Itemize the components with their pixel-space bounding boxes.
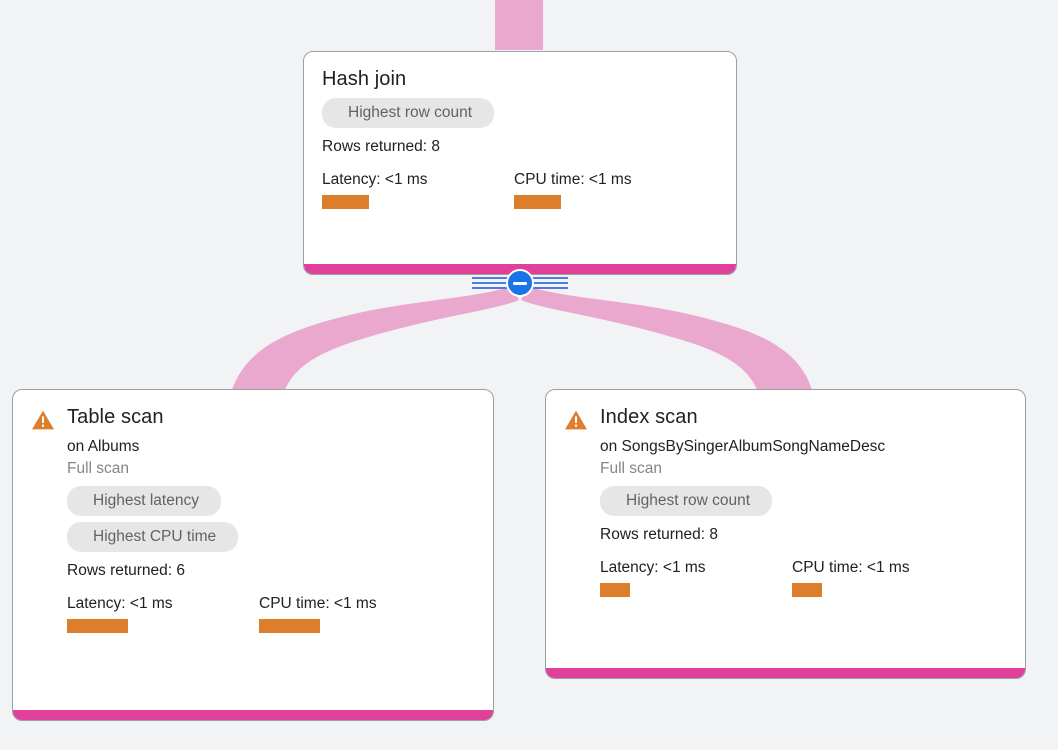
edge-hash-join-to-table-scan [232,286,519,390]
metrics-row: Latency: <1 ms CPU time: <1 ms [322,170,718,209]
metric-latency: Latency: <1 ms [600,558,792,597]
scan-target-label: on SongsBySingerAlbumSongNameDesc [600,438,886,455]
node-details: on SongsBySingerAlbumSongNameDesc Full s… [564,436,1007,597]
metric-latency-bar [322,195,369,209]
metric-cpu-time: CPU time: <1 ms [514,170,632,209]
node-hash-join[interactable]: Hash join Highest row count Rows returne… [303,51,737,275]
node-index-scan[interactable]: Index scan on SongsBySingerAlbumSongName… [545,389,1026,679]
badge-highest-cpu-time: Highest CPU time [67,522,239,552]
scan-type-label: Full scan [67,460,130,477]
metric-cpu-time-label: CPU time: <1 ms [514,171,632,188]
metric-cpu-time-bar [259,619,320,633]
node-index-scan-body: Index scan on SongsBySingerAlbumSongName… [546,390,1025,668]
metric-cpu-time: CPU time: <1 ms [259,594,377,633]
chip-row-latency: Highest latency [67,480,475,516]
metrics-row: Latency: <1 ms CPU time: <1 ms [67,594,475,633]
node-index-scan-header: Index scan [564,404,1007,432]
rows-returned-label: Rows returned: 8 [322,138,441,155]
scan-target-label: on Albums [67,438,140,455]
metric-cpu-time: CPU time: <1 ms [792,558,910,597]
chip-row: Highest row count [600,480,1007,516]
node-table-scan[interactable]: Table scan on Albums Full scan Highest l… [12,389,494,721]
rows-returned-label: Rows returned: 8 [600,526,719,543]
metric-latency-label: Latency: <1 ms [67,595,173,612]
badge-highest-row-count: Highest row count [600,486,773,516]
node-table-scan-header: Table scan [31,404,475,432]
warning-triangle-icon [32,410,54,430]
chip-row: Highest row count [322,92,718,128]
rows-returned-label: Rows returned: 6 [67,562,186,579]
collapse-minus-icon [513,281,527,285]
metric-latency-label: Latency: <1 ms [600,559,706,576]
metric-latency-label: Latency: <1 ms [322,171,428,188]
edge-parent-to-hash-join [495,0,543,50]
node-accent-bar [546,668,1025,678]
metrics-row: Latency: <1 ms CPU time: <1 ms [600,558,1007,597]
badge-highest-latency: Highest latency [67,486,221,516]
metric-cpu-time-label: CPU time: <1 ms [792,559,910,576]
metric-latency-bar [600,583,630,597]
node-title: Table scan [67,406,164,428]
metric-latency: Latency: <1 ms [322,170,514,209]
node-details: on Albums Full scan Highest latency High… [31,436,475,633]
node-hash-join-body: Hash join Highest row count Rows returne… [304,52,736,264]
metric-cpu-time-label: CPU time: <1 ms [259,595,377,612]
edge-hash-join-to-index-scan [521,286,812,390]
warning-triangle-icon [565,410,587,430]
node-table-scan-body: Table scan on Albums Full scan Highest l… [13,390,493,710]
node-accent-bar [13,710,493,720]
metric-latency: Latency: <1 ms [67,594,259,633]
collapse-toggle-button[interactable] [506,269,534,297]
badge-highest-row-count: Highest row count [322,98,495,128]
metric-cpu-time-bar [792,583,822,597]
scan-type-label: Full scan [600,460,663,477]
metric-latency-bar [67,619,128,633]
node-title: Index scan [600,406,698,428]
metric-cpu-time-bar [514,195,561,209]
node-title: Hash join [322,68,407,90]
chip-row-cpu: Highest CPU time [67,516,475,552]
node-hash-join-header: Hash join [322,66,718,92]
